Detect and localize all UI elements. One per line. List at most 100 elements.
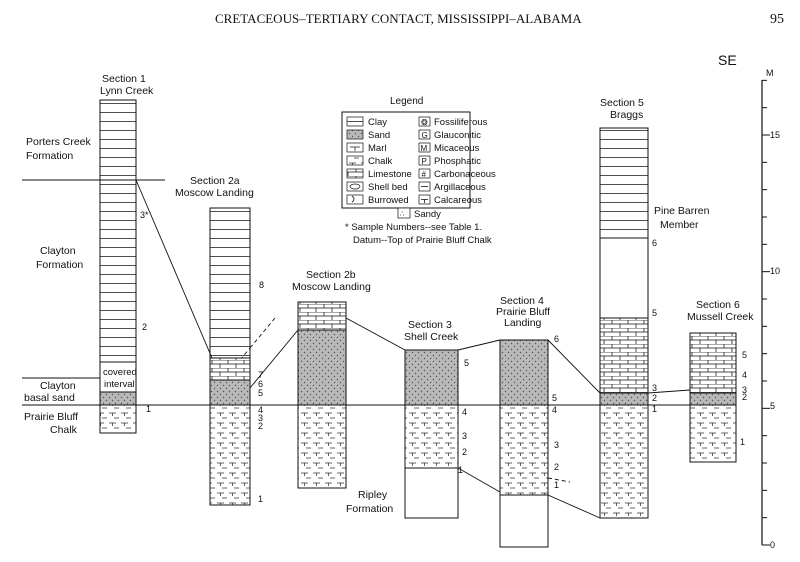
svg-text:#: # xyxy=(422,170,427,179)
sample-label: 2 xyxy=(142,322,147,332)
svg-text:basal sand: basal sand xyxy=(24,392,75,404)
svg-text:Section 4: Section 4 xyxy=(500,295,544,307)
svg-text:Marl: Marl xyxy=(368,143,386,154)
sample-label: 1 xyxy=(554,480,559,490)
sample-label: 2 xyxy=(652,393,657,403)
svg-text:Limestone: Limestone xyxy=(368,169,412,180)
sample-label: 3* xyxy=(140,210,149,220)
column-section-2a: Section 2a Moscow Landing 8 7 6 5 4 3 2 … xyxy=(175,175,264,506)
sample-label: 5 xyxy=(258,388,263,398)
header-title: CRETACEOUS–TERTIARY CONTACT, MISSISSIPPI… xyxy=(215,11,582,26)
svg-text:Landing: Landing xyxy=(504,317,542,329)
svg-text:Shell bed: Shell bed xyxy=(368,182,408,193)
orientation-label: SE xyxy=(718,52,737,68)
sample-label: 1 xyxy=(652,404,657,414)
sample-label: 1 xyxy=(146,404,151,414)
correlation-line xyxy=(547,477,571,483)
sample-label: 5 xyxy=(552,393,557,403)
scale-label: 10 xyxy=(770,266,780,276)
scale-label: 15 xyxy=(770,130,780,140)
sample-label: 1 xyxy=(740,437,745,447)
svg-text:Pine Barren: Pine Barren xyxy=(654,205,710,217)
sample-label: 3 xyxy=(258,413,263,423)
column-section-3: Section 3 Shell Creek 5 4 3 2 1 xyxy=(404,319,469,519)
sample-label: 3 xyxy=(462,431,467,441)
svg-text:Glauconitic: Glauconitic xyxy=(434,130,481,141)
sample-label: 6 xyxy=(554,334,559,344)
svg-text:Chalk: Chalk xyxy=(368,156,393,167)
svg-text:Phosphatic: Phosphatic xyxy=(434,156,481,167)
svg-text:Moscow Landing: Moscow Landing xyxy=(292,281,371,293)
column-section-6: Section 6 Mussell Creek 5 4 3 2 1 xyxy=(687,299,754,463)
svg-text:Porters Creek: Porters Creek xyxy=(26,136,92,148)
svg-text:M: M xyxy=(421,144,428,153)
formation-prairie-bluff: Prairie Bluff Chalk xyxy=(24,411,78,436)
scale-label: 5 xyxy=(770,401,775,411)
sample-label: 7 xyxy=(258,370,263,380)
svg-text:P: P xyxy=(422,157,427,166)
svg-text:Section 6: Section 6 xyxy=(696,299,740,311)
scale-label: 0 xyxy=(770,540,775,550)
correlation-line xyxy=(244,329,299,395)
svg-text:Formation: Formation xyxy=(346,503,393,515)
legend-note-datum: Datum--Top of Prairie Bluff Chalk xyxy=(353,235,492,246)
legend: Legend Clay Sand Marl Chalk Limestone Sh… xyxy=(341,96,496,246)
sample-label: 3 xyxy=(652,383,657,393)
sample-label: 6 xyxy=(258,379,263,389)
svg-text:Micaceous: Micaceous xyxy=(434,143,480,154)
sample-label: 2 xyxy=(742,392,747,402)
svg-text:covered: covered xyxy=(103,367,137,378)
svg-text:M: M xyxy=(766,68,774,78)
correlation-line xyxy=(345,317,406,351)
svg-text:Clay: Clay xyxy=(368,117,387,128)
correlation-line xyxy=(547,494,601,519)
svg-text:Clayton: Clayton xyxy=(40,245,76,257)
meter-scale: M 0 5 10 15 xyxy=(761,68,780,550)
svg-text:G: G xyxy=(422,131,428,140)
sample-label: 6 xyxy=(652,238,657,248)
svg-text:Shell Creek: Shell Creek xyxy=(404,331,459,343)
svg-text:Argillaceous: Argillaceous xyxy=(434,182,486,193)
svg-text:Burrowed: Burrowed xyxy=(368,195,409,206)
sample-label: 3 xyxy=(742,385,747,395)
formation-porters-creek: Porters Creek Formation xyxy=(26,136,92,162)
legend-title: Legend xyxy=(390,96,423,107)
sample-label: 2 xyxy=(462,447,467,457)
svg-text:Section 3: Section 3 xyxy=(408,319,452,331)
svg-text:Section 2b: Section 2b xyxy=(306,269,356,281)
svg-text:Lynn Creek: Lynn Creek xyxy=(100,85,154,97)
formation-ripley: Ripley Formation xyxy=(346,489,393,515)
correlation-line xyxy=(547,339,601,394)
formation-clayton: Clayton Formation xyxy=(36,245,83,271)
svg-text:Sand: Sand xyxy=(368,130,390,141)
svg-text:❂: ❂ xyxy=(421,118,428,127)
svg-text:Mussell Creek: Mussell Creek xyxy=(687,311,754,323)
sample-label: 4 xyxy=(552,405,557,415)
page-number: 95 xyxy=(770,12,784,27)
legend-note-samples: * Sample Numbers--see Table 1. xyxy=(345,222,482,233)
sample-label: 8 xyxy=(259,280,264,290)
svg-text:Section 5: Section 5 xyxy=(600,97,644,109)
svg-text:Section 2a: Section 2a xyxy=(190,175,240,187)
correlation-line xyxy=(249,317,276,349)
svg-text:Fossiliferous: Fossiliferous xyxy=(434,117,488,128)
svg-text:Member: Member xyxy=(660,219,699,231)
correlation-line xyxy=(457,467,501,493)
svg-text:interval: interval xyxy=(104,379,135,390)
sample-label: 5 xyxy=(742,350,747,360)
correlation-line xyxy=(457,339,501,351)
correlation-line xyxy=(135,179,213,359)
sample-label: 5 xyxy=(464,358,469,368)
sample-label: 2 xyxy=(258,421,263,431)
formation-clayton-basal: Clayton basal sand xyxy=(24,380,76,404)
sample-label: 1 xyxy=(458,465,463,475)
sample-label: 4 xyxy=(258,405,263,415)
formation-pine-barren: Pine Barren Member xyxy=(654,205,710,231)
column-section-5: Section 5 Braggs 6 5 3 2 1 xyxy=(599,97,657,519)
svg-text:Calcareous: Calcareous xyxy=(434,195,482,206)
sample-label: 4 xyxy=(462,407,467,417)
svg-text:Ripley: Ripley xyxy=(358,489,388,501)
svg-text:Chalk: Chalk xyxy=(50,424,78,436)
svg-text:Formation: Formation xyxy=(26,150,73,162)
